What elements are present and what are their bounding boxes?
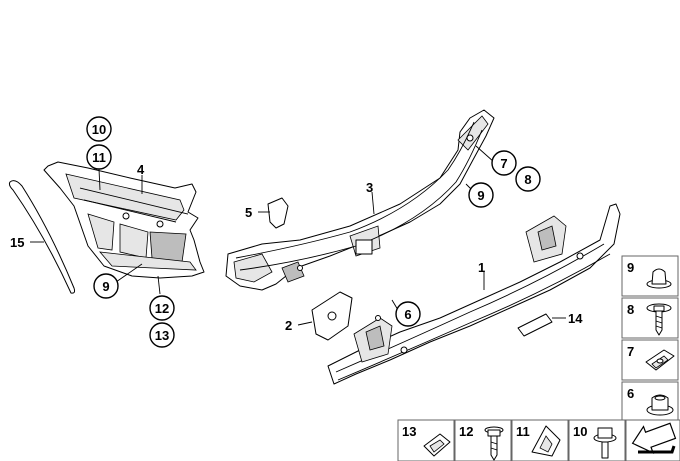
- trim-strip-part-15[interactable]: [8, 180, 76, 294]
- leader-12: [157, 275, 161, 295]
- front-direction-arrow-icon: [631, 422, 677, 455]
- callout-12: 12: [155, 301, 169, 316]
- legend-label-8: 8: [627, 302, 634, 317]
- push-rivet-icon: [646, 268, 672, 289]
- legend-label-7: 7: [627, 344, 634, 359]
- callout-ring-9b: [468, 182, 494, 208]
- plate-part-2[interactable]: [311, 291, 353, 341]
- callout-1: 1: [478, 260, 485, 275]
- bracket-part-5[interactable]: [267, 197, 289, 229]
- callout-7: 7: [500, 156, 507, 171]
- callout-3: 3: [366, 180, 373, 195]
- legend-label-9: 9: [627, 260, 634, 275]
- expanding-nut-icon: [646, 394, 674, 416]
- callout-ring-13: [149, 322, 175, 348]
- clip-icon: [531, 425, 561, 457]
- leader-9a: [115, 263, 143, 283]
- label-part-14[interactable]: [517, 313, 553, 337]
- legend-label-13: 13: [402, 424, 416, 439]
- callout-8: 8: [524, 172, 531, 187]
- callout-ring-6: [395, 301, 421, 327]
- callout-9b: 9: [477, 188, 484, 203]
- spring-nut-icon: [423, 433, 451, 457]
- callout-13: 13: [155, 328, 169, 343]
- bolt-icon: [593, 427, 617, 459]
- callout-10: 10: [92, 122, 106, 137]
- legend-label-10: 10: [573, 424, 587, 439]
- callout-9a: 9: [102, 279, 109, 294]
- carrier-part-3[interactable]: [225, 109, 495, 291]
- leader-3: [371, 191, 375, 215]
- callout-ring-10: [86, 116, 112, 142]
- screw-with-washer-icon: [646, 303, 672, 336]
- callout-15: 15: [10, 235, 24, 250]
- callout-ring-9a: [93, 273, 119, 299]
- hardware-legend-bottom: 13 12 11 10: [397, 419, 680, 461]
- legend-box-12[interactable]: [454, 419, 512, 461]
- legend-label-11: 11: [516, 424, 530, 439]
- legend-box-9[interactable]: [621, 255, 679, 297]
- callout-5: 5: [245, 205, 252, 220]
- callout-ring-8: [515, 166, 541, 192]
- screw-icon: [484, 426, 504, 461]
- callout-14: 14: [568, 311, 583, 326]
- callout-6: 6: [404, 307, 411, 322]
- bracket-part-4[interactable]: [43, 161, 205, 279]
- legend-box-8[interactable]: [621, 297, 679, 339]
- callout-2: 2: [285, 318, 292, 333]
- callout-11: 11: [92, 150, 106, 165]
- leader-11: [98, 168, 101, 191]
- hardware-legend-side: 9 8 7 6: [621, 255, 679, 423]
- leader-7: [475, 145, 495, 163]
- leader-2: [297, 321, 313, 326]
- callout-ring-7: [491, 150, 517, 176]
- legend-label-12: 12: [459, 424, 473, 439]
- clip-nut-icon: [645, 349, 675, 371]
- callout-ring-12: [149, 295, 175, 321]
- legend-label-6: 6: [627, 386, 634, 401]
- bumper-beam-part-1[interactable]: [327, 203, 621, 385]
- callout-4: 4: [137, 162, 145, 177]
